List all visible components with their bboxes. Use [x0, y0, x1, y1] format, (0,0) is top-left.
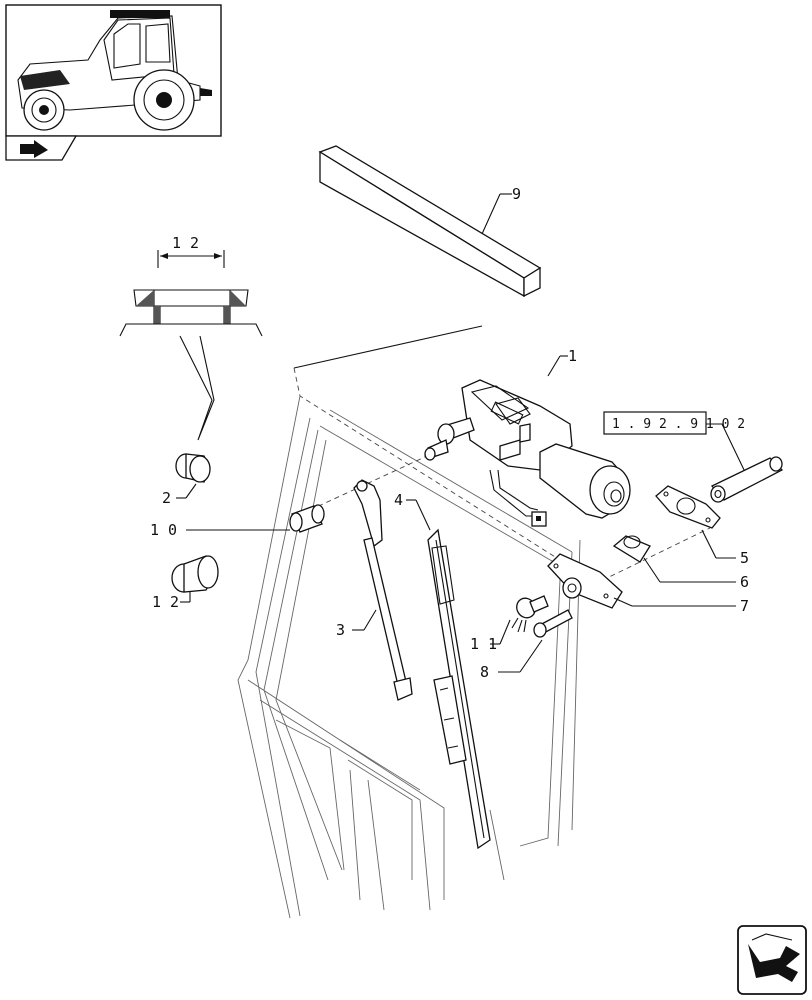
callout-3: 3	[336, 621, 345, 639]
grommet-section-detail	[119, 250, 263, 441]
bush-part-6	[612, 535, 651, 563]
callout-2: 2	[162, 489, 171, 507]
callout-1: 1	[568, 347, 577, 365]
wiper-motor-part-1	[424, 379, 631, 527]
callout-10: 1 0	[150, 521, 177, 539]
bulb-part-11	[511, 595, 549, 633]
callout-9: 9	[512, 185, 521, 203]
bracket-plate-part-7	[547, 553, 623, 609]
callout-11: 1 1	[470, 635, 497, 653]
bolt-part-8	[533, 609, 573, 638]
callout-12-dimension: 1 2	[172, 234, 199, 252]
callout-5: 5	[740, 549, 749, 567]
gasket-part-5	[655, 485, 721, 529]
spacer-part-10	[289, 504, 325, 533]
callout-8: 8	[480, 663, 489, 681]
prev-page-arrow-icon[interactable]	[5, 135, 78, 161]
callout-12: 1 2	[152, 593, 179, 611]
hose-fitting	[710, 456, 784, 503]
next-page-arrow-icon[interactable]	[737, 925, 807, 995]
callout-6: 6	[740, 573, 749, 591]
callout-4: 4	[394, 491, 403, 509]
callout-7: 7	[740, 597, 749, 615]
wiper-blade-part-4	[427, 528, 491, 850]
reference-box-label: 1 . 9 2 . 9 1 0 2	[612, 417, 745, 432]
reference-box[interactable]: 1 . 9 2 . 9 1 0 2	[603, 411, 745, 435]
wiper-arm-part-3	[353, 479, 413, 701]
plug-part-12	[171, 555, 219, 593]
tractor-thumbnail-icon[interactable]	[5, 4, 222, 137]
foam-strip-part-9	[318, 145, 542, 298]
grommet-part-2	[175, 453, 211, 483]
